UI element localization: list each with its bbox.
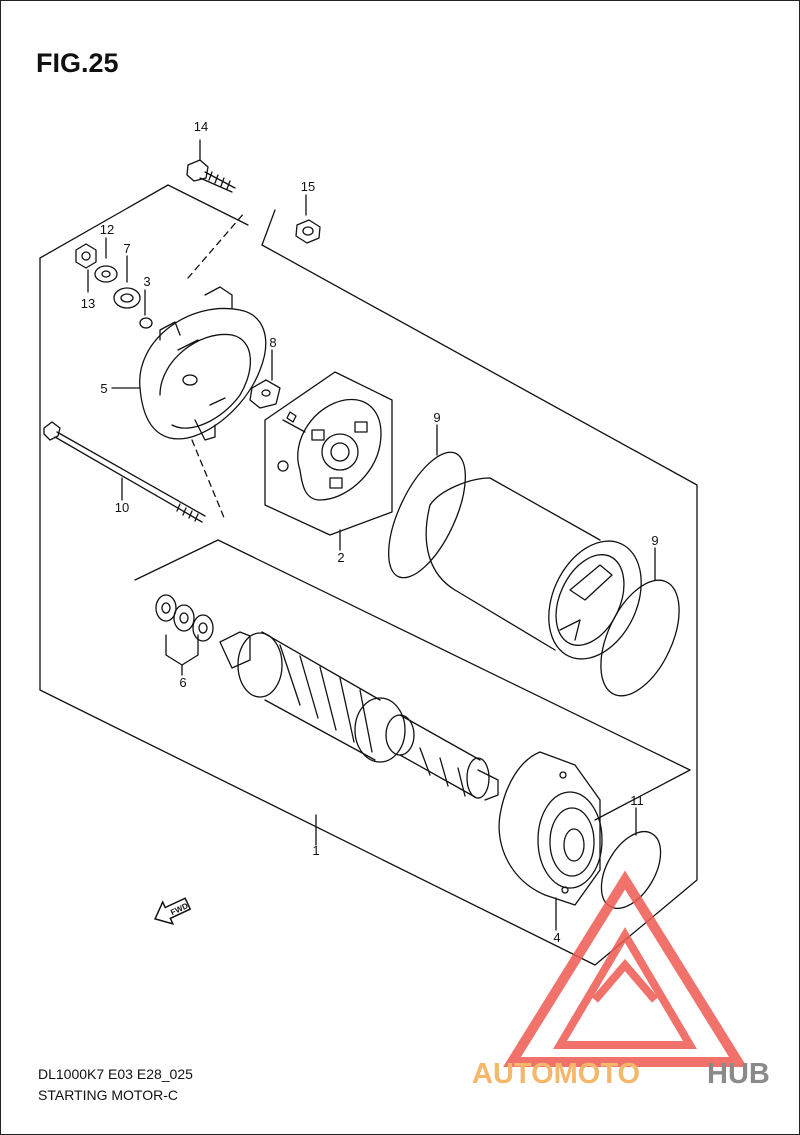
rear-housing-part-5 (139, 286, 267, 441)
callout-4: 4 (553, 930, 560, 945)
callout-12: 12 (100, 222, 114, 237)
align-line-nut (261, 209, 276, 246)
figure-title: FIG.25 (36, 48, 119, 78)
callout-11: 11 (630, 793, 644, 808)
assembly-outline-upper (167, 184, 249, 226)
o-ring-part-3 (139, 317, 153, 329)
o-ring-part-9-upper (388, 451, 466, 579)
align-line-thru-bolt (191, 439, 226, 521)
o-ring-part-9-lower (600, 579, 680, 697)
callout-9-upper: 9 (433, 410, 440, 425)
callout-3: 3 (143, 274, 150, 289)
align-line-bolt (187, 211, 246, 279)
terminal-plate-part-8 (249, 379, 281, 409)
brush-plate-bracket (264, 371, 393, 536)
washer-part-12 (94, 265, 118, 283)
washers-part-6 (155, 594, 214, 642)
through-bolt-part-10 (43, 421, 206, 523)
model-code: DL1000K7 E03 E28_025 (38, 1066, 193, 1082)
bolt-part-14 (186, 159, 236, 193)
nut-part-13 (75, 243, 97, 269)
callout-14: 14 (194, 119, 208, 134)
watermark-logo (503, 870, 747, 1067)
callout-8: 8 (269, 335, 276, 350)
callout-7: 7 (123, 241, 130, 256)
yoke-housing (425, 477, 642, 660)
watermark-text-b: HUB (707, 1058, 770, 1090)
callout-6: 6 (179, 675, 186, 690)
fwd-arrow-icon: FWD (154, 897, 192, 925)
figure-caption: STARTING MOTOR-C (38, 1087, 178, 1103)
front-housing-part-4 (498, 751, 603, 906)
callout-5: 5 (100, 381, 107, 396)
watermark-text-a: AUTOMOTO (472, 1058, 640, 1090)
callout-13: 13 (81, 296, 95, 311)
armature-bracket (134, 539, 691, 821)
seal-part-7 (113, 287, 141, 309)
callout-10: 10 (115, 500, 129, 515)
leader-6 (165, 634, 199, 666)
assembly-outline (39, 184, 698, 966)
callout-9-lower: 9 (651, 533, 658, 548)
nut-part-15 (295, 219, 321, 244)
callout-1: 1 (312, 843, 319, 858)
callout-15: 15 (301, 179, 315, 194)
armature-part (219, 631, 499, 801)
brush-plate-part-2 (277, 398, 382, 501)
callout-2: 2 (337, 550, 344, 565)
